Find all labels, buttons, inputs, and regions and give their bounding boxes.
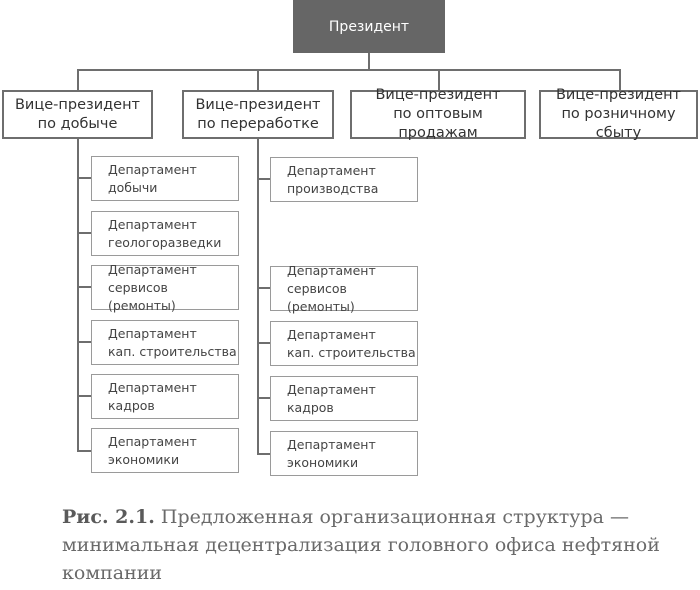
figure-caption: Рис. 2.1. Предложенная организационная с… xyxy=(62,503,692,587)
mining-branch-line xyxy=(77,177,91,179)
vp-title: Вице-президент xyxy=(555,87,681,103)
dept-area: добычи xyxy=(108,179,158,195)
vp-horizontal-bus-line xyxy=(77,69,621,71)
dept-area: кап. строительства xyxy=(287,344,416,360)
dept-area: сервисов (ремонты) xyxy=(287,280,355,314)
dept-area: кап. строительства xyxy=(108,343,237,359)
dept-area: кадров xyxy=(287,399,334,415)
dept-area: экономики xyxy=(287,454,359,470)
dept-area: производства xyxy=(287,180,379,196)
vp-mining-node: Вице-президент по добыче xyxy=(2,90,153,139)
dept-area: сервисов (ремонты) xyxy=(108,279,176,313)
dept-node: Департамент сервисов (ремонты) xyxy=(91,262,239,313)
vp-refining-node: Вице-президент по переработке xyxy=(182,90,334,139)
dept-title: Департамент xyxy=(108,161,197,177)
mining-trunk-line xyxy=(77,139,79,452)
vp-title: Вице-президент xyxy=(375,87,501,103)
dept-title: Департамент xyxy=(287,162,376,178)
vp3-drop-line xyxy=(438,69,440,90)
mining-branch-line xyxy=(77,286,91,288)
dept-title: Департамент xyxy=(108,216,197,232)
dept-area: экономики xyxy=(108,451,180,467)
dept-title: Департамент xyxy=(287,326,376,342)
vp-wholesale-node: Вице-президент по оптовым продажам xyxy=(350,87,526,141)
dept-node: Департамент кап. строительства xyxy=(270,321,418,366)
vp4-drop-line xyxy=(619,69,621,90)
refining-branch-line xyxy=(257,287,270,289)
refining-branch-line xyxy=(257,342,270,344)
refining-branch-line xyxy=(257,453,270,455)
figure-number: Рис. 2.1. xyxy=(62,506,155,528)
dept-title: Департамент xyxy=(287,436,376,452)
vp-area: по розничному сбыту xyxy=(561,106,676,141)
dept-node: Департамент экономики xyxy=(270,431,418,476)
dept-title: Департамент xyxy=(108,433,197,449)
dept-node: Департамент кадров xyxy=(91,374,239,419)
president-stem-line xyxy=(368,53,370,70)
dept-title: Департамент xyxy=(108,325,197,341)
vp-area: по добыче xyxy=(37,115,118,132)
refining-branch-line xyxy=(257,397,270,399)
president-label: Президент xyxy=(328,18,410,35)
dept-title: Департамент xyxy=(287,262,376,278)
vp-title: Вице-президент xyxy=(195,96,321,113)
dept-node: Департамент геологоразведки xyxy=(91,211,239,256)
dept-node: Департамент добычи xyxy=(91,156,239,201)
mining-branch-line xyxy=(77,395,91,397)
figure-caption-text: Предложенная организационная структура —… xyxy=(62,506,660,584)
dept-title: Департамент xyxy=(108,261,197,277)
vp2-drop-line xyxy=(257,69,259,90)
mining-branch-line xyxy=(77,450,91,452)
mining-branch-line xyxy=(77,341,91,343)
mining-branch-line xyxy=(77,232,91,234)
refining-branch-line xyxy=(257,178,270,180)
vp-retail-node: Вице-президент по розничному сбыту xyxy=(539,87,698,141)
vp1-drop-line xyxy=(77,69,79,90)
dept-title: Департамент xyxy=(287,381,376,397)
dept-node: Департамент кап. строительства xyxy=(91,320,239,365)
dept-node: Департамент производства xyxy=(270,157,418,202)
vp-title: Вице-президент xyxy=(14,96,140,113)
dept-node: Департамент кадров xyxy=(270,376,418,421)
refining-trunk-line xyxy=(257,139,259,455)
president-node: Президент xyxy=(293,0,445,53)
dept-area: кадров xyxy=(108,397,155,413)
vp-area: по оптовым продажам xyxy=(393,106,483,141)
vp-area: по переработке xyxy=(197,115,319,132)
dept-node: Департамент сервисов (ремонты) xyxy=(270,263,418,314)
dept-node: Департамент экономики xyxy=(91,428,239,473)
dept-area: геологоразведки xyxy=(108,234,222,250)
dept-title: Департамент xyxy=(108,379,197,395)
